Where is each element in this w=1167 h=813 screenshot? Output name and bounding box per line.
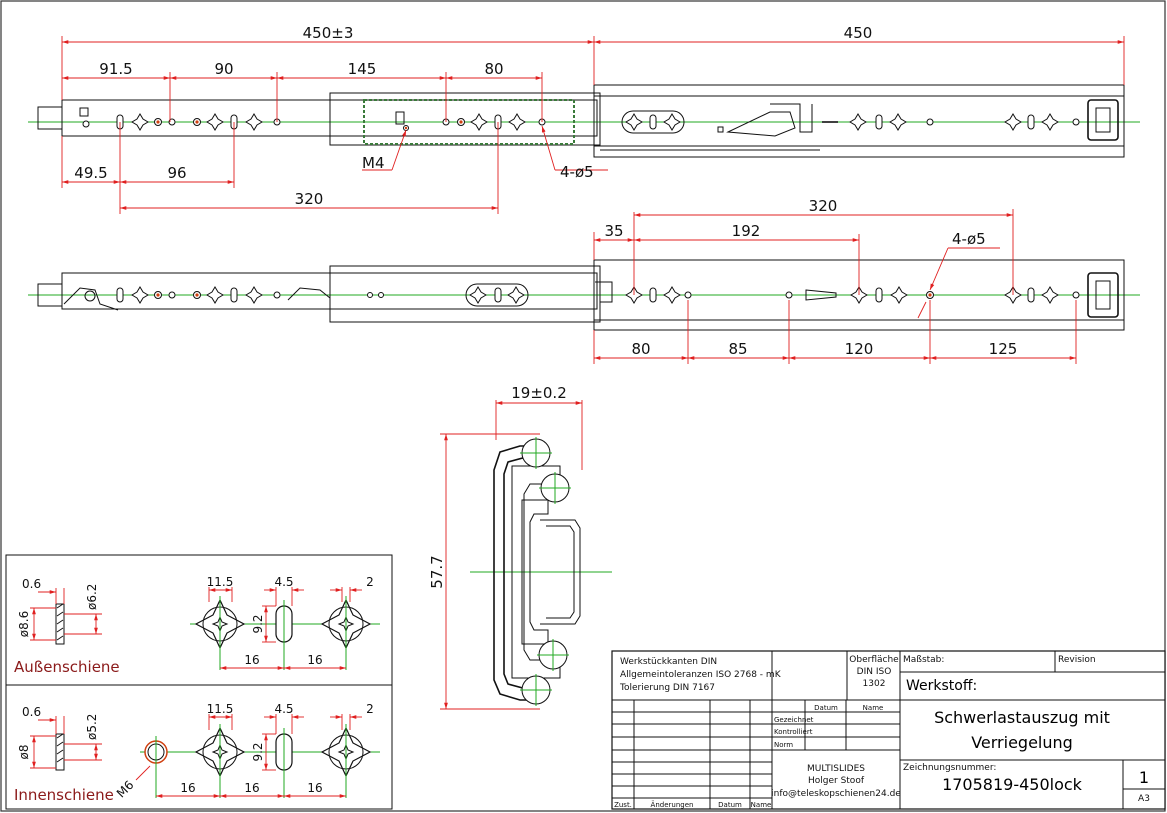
label-holes-mid: 4-ø5	[952, 230, 986, 248]
dim-125: 125	[989, 340, 1018, 358]
outer-dim-16b: 16	[307, 653, 322, 667]
material-label: Werkstoff:	[906, 678, 977, 694]
dim-90: 90	[214, 60, 233, 78]
outer-dim-16a: 16	[244, 653, 259, 667]
datum-label: Datum	[814, 704, 838, 712]
surface-line3: 1302	[863, 679, 886, 689]
outer-rail-label: Außenschiene	[14, 658, 120, 676]
drawn-label: Gezeichnet	[774, 716, 814, 724]
detail-box: 0.6 ø6.2 ø8.6 Außenschiene 11.5 4.5	[5, 554, 393, 810]
company-line2: Holger Stoof	[808, 776, 865, 786]
dim-49-5: 49.5	[74, 164, 107, 182]
dim-extension: 450	[844, 24, 873, 42]
inner-dim-4-5: 4.5	[274, 702, 293, 716]
col-zust: Zust.	[614, 801, 632, 809]
outer-dim-0-6: 0.6	[22, 577, 41, 591]
scale-label: Maßstab:	[903, 655, 944, 665]
dim-35: 35	[604, 222, 623, 240]
inner-dim-2: 2	[366, 702, 374, 716]
outer-dim-6-2: ø6.2	[85, 584, 99, 610]
col-datum: Datum	[718, 801, 742, 809]
inner-dim-16b: 16	[244, 781, 259, 795]
inner-label-m6: M6	[114, 778, 137, 801]
inner-rail-label: Innenschiene	[14, 786, 114, 804]
edges-line2: Allgemeintoleranzen ISO 2768 - mK	[620, 670, 782, 680]
outer-dim-9-2: 9.2	[251, 614, 265, 633]
inner-dim-5-2: ø5.2	[85, 714, 99, 740]
dim-96: 96	[167, 164, 186, 182]
inner-dim-16a: 16	[180, 781, 195, 795]
dim-19: 19±0.2	[511, 384, 567, 402]
norm-label: Norm	[774, 741, 793, 749]
dim-85: 85	[728, 340, 747, 358]
inner-dim-0-6: 0.6	[22, 705, 41, 719]
drawing-number: 1705819-450lock	[942, 775, 1083, 794]
inner-dim-11-5: 11.5	[207, 702, 234, 716]
cross-section-view: 19±0.2 57.7	[428, 384, 612, 710]
revision-label: Revision	[1058, 655, 1096, 665]
sheet-format: A3	[1138, 794, 1150, 804]
outer-dim-8-6: ø8.6	[17, 611, 31, 637]
detail-outer-rail: 0.6 ø6.2 ø8.6 Außenschiene 11.5 4.5	[14, 575, 380, 676]
col-aenderungen: Änderungen	[651, 800, 694, 809]
sheet-number: 1	[1139, 768, 1149, 787]
title-line2: Verriegelung	[971, 733, 1073, 752]
surface-line2: DIN ISO	[857, 667, 892, 677]
outer-dim-4-5: 4.5	[274, 575, 293, 589]
dim-57-7: 57.7	[428, 555, 446, 588]
col-name: Name	[751, 801, 772, 809]
inner-dim-8: ø8	[17, 745, 31, 760]
dim-145: 145	[348, 60, 377, 78]
top-view-dimensions: 450±3 450 91.5 90 145 80 49.5 96 320 M4 …	[61, 24, 1125, 214]
dim-320-top: 320	[295, 190, 324, 208]
label-m4: M4	[362, 154, 385, 172]
middle-view-dimensions: 35 192 320 4-ø5 80 85 120 125	[593, 197, 1077, 364]
detail-inner-rail: 0.6 ø5.2 ø8 Innenschiene M6 11.5	[14, 702, 380, 804]
dim-192: 192	[732, 222, 761, 240]
inner-dim-16c: 16	[307, 781, 322, 795]
title-line1: Schwerlastauszug mit	[934, 708, 1110, 727]
middle-view	[28, 259, 1140, 331]
dim-80-top: 80	[484, 60, 503, 78]
edges-line1: Werkstückkanten DIN	[620, 657, 717, 667]
dim-91-5: 91.5	[99, 60, 132, 78]
drawing-number-label: Zeichnungsnummer:	[903, 763, 996, 773]
inner-dim-9-2: 9.2	[251, 742, 265, 761]
name-label: Name	[863, 704, 884, 712]
company-email: info@teleskopschienen24.de	[771, 789, 901, 799]
label-holes-top: 4-ø5	[560, 163, 594, 181]
outer-dim-2: 2	[366, 575, 374, 589]
dim-overall-inner: 450±3	[303, 24, 354, 42]
company-line1: MULTISLIDES	[807, 764, 865, 774]
top-view	[28, 84, 1140, 158]
dim-80-mid: 80	[631, 340, 650, 358]
dim-320-mid: 320	[809, 197, 838, 215]
title-block: Werkstückkanten DIN Allgemeintoleranzen …	[611, 650, 1166, 810]
outer-dim-11-5: 11.5	[207, 575, 234, 589]
dim-120: 120	[845, 340, 874, 358]
edges-line3: Tolerierung DIN 7167	[619, 683, 715, 693]
checked-label: Kontrolliert	[774, 728, 813, 736]
surface-line1: Oberfläche	[849, 655, 899, 665]
